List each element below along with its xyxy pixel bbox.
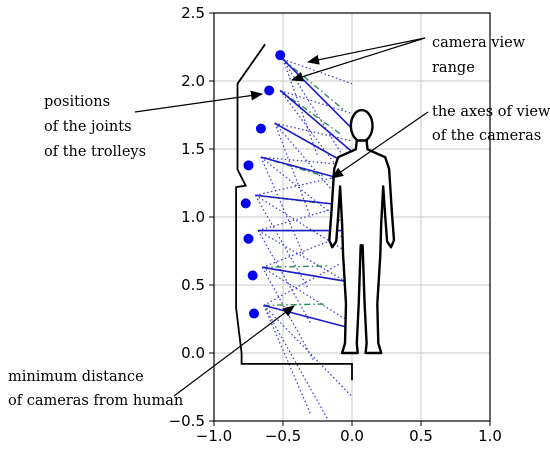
y-axis-ticks: −0.5 0.0 0.5 1.0 1.5 2.0 2.5 xyxy=(169,4,214,430)
arrow-minimum-distance xyxy=(173,305,295,397)
view-range-line xyxy=(257,230,353,286)
view-range-line xyxy=(282,59,319,157)
view-range-line xyxy=(261,267,314,361)
min-distance-line xyxy=(263,303,325,307)
annotation-positions-of-joints: positions of the joints of the trolleys xyxy=(44,94,146,160)
y-tick-label: 2.5 xyxy=(181,4,205,22)
arrow-view-range-1 xyxy=(307,37,426,65)
annotation-arrows xyxy=(134,37,429,397)
view-range-line xyxy=(261,266,353,324)
view-axis-line xyxy=(262,266,353,284)
annotation-camera-view-range: camera view range xyxy=(432,35,530,76)
view-range-line xyxy=(263,262,342,306)
y-tick-label: 1.5 xyxy=(181,140,205,158)
view-range-line xyxy=(274,122,350,211)
annotation-camera-view-range-line-2: range xyxy=(432,60,475,76)
arrow-positions-of-joints xyxy=(134,90,263,113)
x-tick-label: 0.5 xyxy=(409,427,433,445)
view-range-line xyxy=(263,304,353,397)
view-axis-line xyxy=(263,304,353,330)
x-tick-label: −1.0 xyxy=(196,427,232,445)
annotation-minimum-distance: minimum distance of cameras from human xyxy=(8,369,183,409)
trolley-joint-point xyxy=(249,308,260,319)
annotation-minimum-distance-line-1: minimum distance xyxy=(8,369,144,385)
view-range-line xyxy=(282,58,353,172)
x-tick-label: 0.0 xyxy=(340,427,364,445)
trolley-joint-point xyxy=(264,85,275,96)
view-range-line xyxy=(280,89,353,115)
annotation-positions-of-joints-line-1: positions xyxy=(44,94,110,110)
view-range-line xyxy=(274,122,353,142)
trolley-outline xyxy=(235,43,353,381)
y-tick-label: −0.5 xyxy=(169,412,205,430)
annotation-axes-of-view-line-2: of the cameras xyxy=(432,128,541,144)
y-tick-label: 0.5 xyxy=(181,276,205,294)
annotation-camera-view-range-line-1: camera view xyxy=(432,35,526,51)
min-distance-line xyxy=(282,58,346,112)
annotation-axes-of-view-line-1: the axes of view xyxy=(432,104,550,120)
annotation-minimum-distance-line-2: of cameras from human xyxy=(8,393,183,409)
trolley-joint-point xyxy=(247,270,258,281)
trolley-joints xyxy=(240,50,286,319)
x-axis-ticks: −1.0 −0.5 0.0 0.5 1.0 xyxy=(196,421,502,445)
trolley-structure xyxy=(235,43,353,381)
human-figure xyxy=(328,108,396,355)
trolley-joint-point xyxy=(240,198,251,209)
view-range-line xyxy=(260,156,305,256)
trolley-joint-point xyxy=(275,50,286,61)
view-axis-line xyxy=(279,89,353,153)
human-body xyxy=(328,139,396,355)
view-range-line xyxy=(255,172,353,196)
min-distance-line xyxy=(260,156,325,177)
x-tick-label: −0.5 xyxy=(265,427,301,445)
view-range-line xyxy=(254,194,309,289)
arrow-axes-of-view xyxy=(331,111,429,179)
trolley-joint-point xyxy=(243,233,254,244)
y-tick-label: 2.0 xyxy=(181,72,205,90)
view-range-line xyxy=(263,305,312,415)
view-axis-line xyxy=(282,58,353,130)
trolley-joint-point xyxy=(255,123,266,134)
annotation-positions-of-joints-line-3: of the trolleys xyxy=(44,144,146,160)
x-tick-label: 1.0 xyxy=(478,427,502,445)
view-range-line xyxy=(263,305,328,419)
view-range-line xyxy=(260,156,350,229)
annotation-axes-of-view: the axes of view of the cameras xyxy=(432,104,550,144)
trolley-joint-point xyxy=(243,160,254,171)
min-distance-line xyxy=(279,89,343,136)
view-range-line xyxy=(274,122,312,218)
view-range-line xyxy=(255,194,353,256)
arrow-view-range-2 xyxy=(291,37,426,82)
human-head xyxy=(349,108,374,143)
y-tick-label: 1.0 xyxy=(181,208,205,226)
y-tick-label: 0.0 xyxy=(181,344,205,362)
annotation-positions-of-joints-line-2: of the joints xyxy=(44,119,132,135)
view-range-line xyxy=(257,230,312,324)
min-distance-line xyxy=(262,265,328,269)
